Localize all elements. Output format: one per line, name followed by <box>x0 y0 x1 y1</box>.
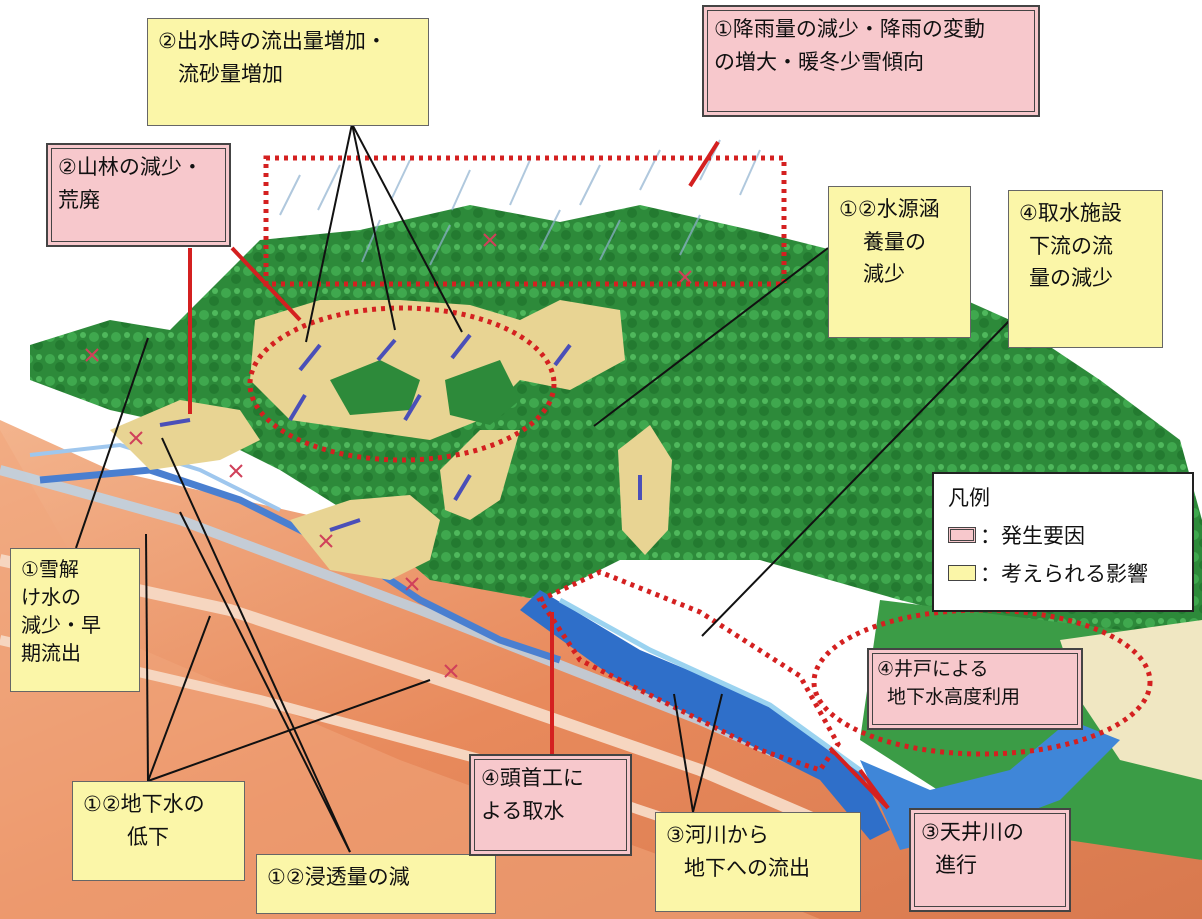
cause-leaders <box>188 140 890 810</box>
effect-leaders <box>75 123 1011 853</box>
label-line: ④取水施設 <box>1019 201 1122 225</box>
label-line: 流砂量増加 <box>178 61 283 86</box>
label-line: け水の <box>21 585 81 609</box>
label-wells: ④井戸による 地下水高度利用 <box>867 648 1083 730</box>
label-intake-downstream: ④取水施設 下流の流 量の減少 <box>1008 190 1163 348</box>
label-line: ①②水源涵 <box>839 197 940 221</box>
label-line: 減少 <box>863 262 905 287</box>
label-line: の増大・暖冬少雪傾向 <box>714 49 924 74</box>
label-rain-decrease: ①降雨量の減少・降雨の変動 の増大・暖冬少雪傾向 <box>702 5 1040 117</box>
label-line: 荒廃 <box>58 187 100 212</box>
label-line: よる取水 <box>481 798 565 823</box>
legend-label-effect: ：考えられる影響 <box>980 562 1148 586</box>
river <box>520 590 890 840</box>
legend-swatch-effect <box>948 565 976 581</box>
label-line: ①②浸透量の減 <box>267 865 410 889</box>
label-water-source: ①②水源涵 養量の 減少 <box>828 186 971 338</box>
label-river-outflow: ③河川から 地下への流出 <box>655 812 861 912</box>
label-line: 地下への流出 <box>684 855 810 880</box>
label-headworks-intake: ④頭首工に よる取水 <box>469 754 632 856</box>
label-line: ③天井川の <box>921 820 1024 844</box>
label-line: 養量の <box>863 229 926 254</box>
label-line: ①②地下水の <box>83 792 205 816</box>
label-raised-riverbed: ③天井川の 進行 <box>909 808 1071 912</box>
label-line: ④頭首工に <box>481 766 584 790</box>
legend-label-cause: ：発生要因 <box>980 524 1085 548</box>
label-line: 進行 <box>935 852 977 877</box>
legend-title: 凡例 <box>948 486 990 510</box>
label-line: ④井戸による <box>877 658 989 680</box>
label-infiltration: ①②浸透量の減 <box>256 854 496 914</box>
label-groundwater-drop: ①②地下水の 低下 <box>72 781 245 881</box>
label-line: 期流出 <box>21 641 81 665</box>
label-line: ③河川から <box>666 823 769 847</box>
label-line: ①降雨量の減少・降雨の変動 <box>714 17 985 41</box>
label-snowmelt: ①雪解 け水の 減少・早 期流出 <box>10 548 140 692</box>
label-line: ②出水時の流出量増加・ <box>158 29 387 53</box>
label-line: ①雪解 <box>21 557 79 581</box>
label-line: 地下水高度利用 <box>887 685 1021 708</box>
label-flood-outflow: ②出水時の流出量増加・ 流砂量増加 <box>147 18 429 126</box>
legend-row-effect: ：考えられる影響 <box>948 558 1178 588</box>
label-line: 量の減少 <box>1029 266 1113 291</box>
label-line: 下流の流 <box>1029 233 1113 258</box>
label-line: 減少・早 <box>21 613 101 637</box>
legend-swatch-cause <box>948 527 976 543</box>
legend-row-cause: ：発生要因 <box>948 520 1178 550</box>
label-forest-decline: ②山林の減少・ 荒廃 <box>46 143 231 247</box>
legend: 凡例 ：発生要因 ：考えられる影響 <box>932 472 1194 612</box>
label-line: ②山林の減少・ <box>58 155 203 179</box>
label-line: 低下 <box>127 824 169 849</box>
